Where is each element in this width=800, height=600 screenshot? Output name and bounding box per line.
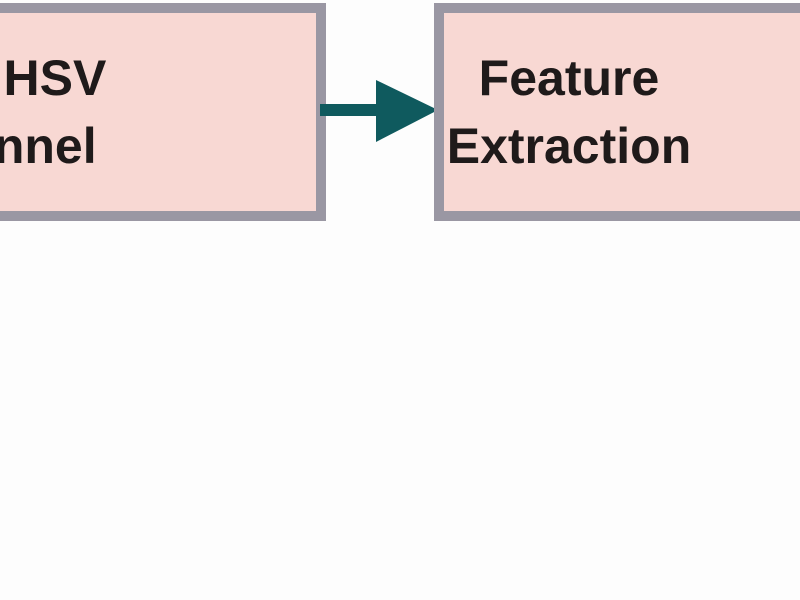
node-feature-extraction: Feature Extraction: [434, 3, 800, 221]
node-label-line: Feature: [478, 50, 660, 106]
node-label: Feature Extraction: [447, 44, 692, 180]
node-label-line: Extraction: [446, 118, 692, 174]
node-label-line: Channel: [0, 118, 97, 174]
arrow-head: [376, 80, 438, 142]
node-low-hsv-channel: Low HSV Channel: [0, 3, 326, 221]
node-label-line: Low HSV: [0, 50, 107, 106]
arrow-edge: [320, 80, 438, 142]
node-label: Low HSV Channel: [0, 44, 106, 180]
